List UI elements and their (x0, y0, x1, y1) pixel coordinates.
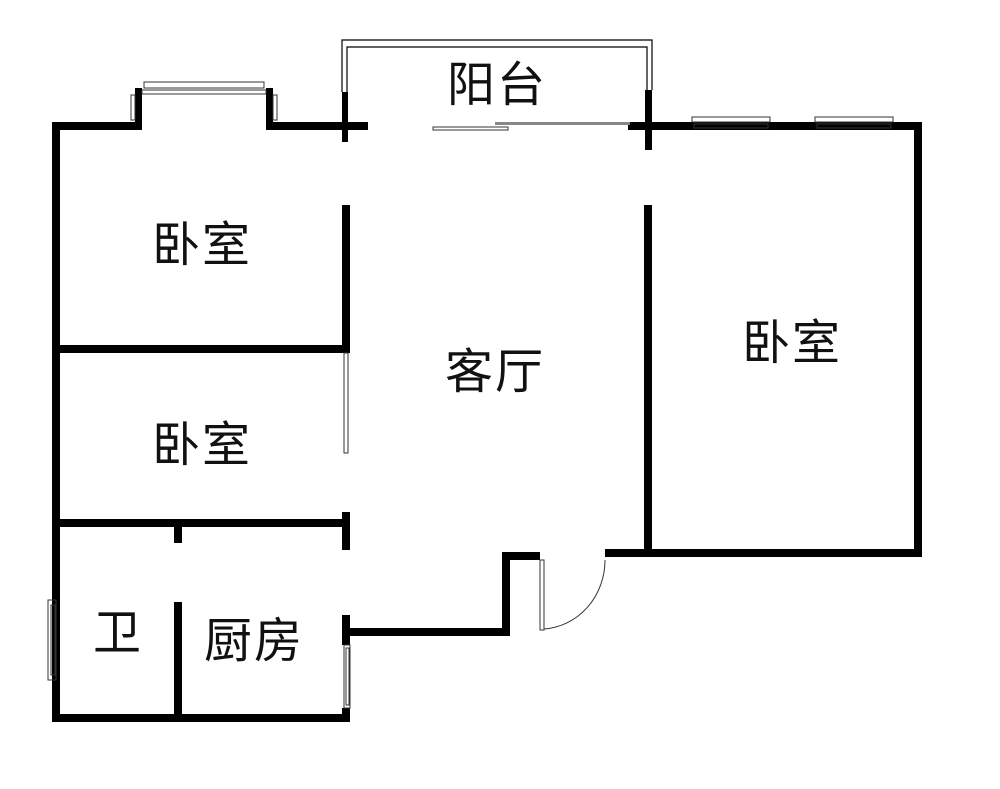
room-label-bathroom: 卫 (92, 605, 144, 661)
sliding-door (432, 122, 630, 131)
room-label-kitchen: 厨房 (203, 613, 305, 669)
room-label-bedroom-right: 卧室 (741, 315, 843, 371)
room-label-bedroom-top-left: 卧室 (151, 217, 253, 273)
entry-door (539, 559, 606, 631)
balcony-outline (341, 39, 653, 92)
walls (52, 88, 922, 722)
room-label-living-room: 客厅 (444, 344, 546, 400)
room-label-balcony: 阳台 (446, 57, 548, 113)
room-label-bedroom-mid-left: 卧室 (151, 417, 253, 473)
windows (47, 81, 894, 709)
